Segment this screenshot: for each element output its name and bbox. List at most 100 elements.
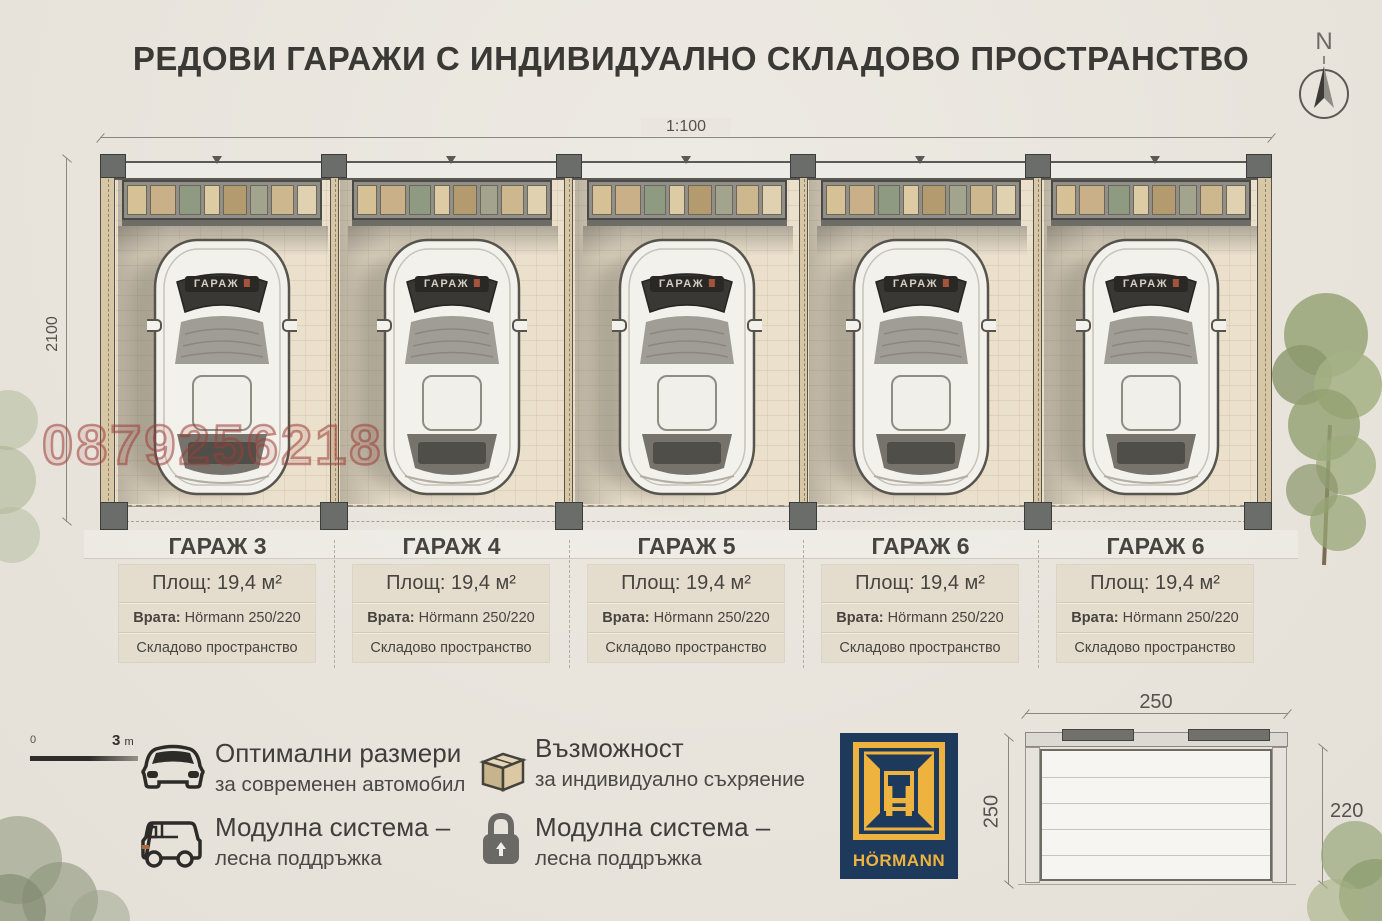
column-post [100, 154, 126, 178]
card-separator [334, 540, 335, 668]
north-label: N [1315, 28, 1333, 55]
windshield-banner: ГАРАЖ [414, 276, 490, 292]
compass-icon [1299, 56, 1349, 119]
card-separator [803, 540, 804, 668]
scale-bar: 0 3 m [28, 732, 178, 768]
garage-name: ГАРАЖ 6 [1106, 533, 1205, 559]
windshield-banner: ГАРАЖ [883, 276, 959, 292]
box-icon [479, 752, 527, 792]
column-post [790, 154, 816, 178]
storage-shelf [821, 180, 1021, 220]
shelf-underside [122, 220, 322, 226]
car-top-view: ГАРАЖ [377, 236, 527, 498]
feature-modular-system: Модулна система – лесна поддръжка [215, 812, 451, 870]
column-base [1244, 502, 1272, 530]
beam-hanger [446, 156, 456, 164]
plan-depth-label: 2100 [44, 316, 61, 352]
column-base [555, 502, 583, 530]
garage-info-card: Площ: 19,4 м² Врата: Hörmann 250/220 Скл… [822, 565, 1018, 662]
storage-shelf [1051, 180, 1251, 220]
windshield-banner: ГАРАЖ [184, 276, 260, 292]
garage-info-card: Площ: 19,4 м² Врата: Hörmann 250/220 Скл… [588, 565, 784, 662]
door-row: Врата: Hörmann 250/220 [1057, 603, 1253, 633]
beam-hanger [681, 156, 691, 164]
storage-row: Складово пространство [588, 633, 784, 662]
garage-name: ГАРАЖ 6 [871, 533, 970, 559]
garage-name: ГАРАЖ 4 [402, 533, 501, 559]
garage-info-card: Площ: 19,4 м² Врата: Hörmann 250/220 Скл… [353, 565, 549, 662]
area-row: Площ: 19,4 м² [1057, 565, 1253, 603]
car-top-view: ГАРАЖ [1076, 236, 1226, 498]
car-top-view: ГАРАЖ [147, 236, 297, 498]
shelf-underside [587, 220, 787, 226]
hoermann-logo: H HÖRMANN [840, 733, 958, 879]
shelf-underside [1051, 220, 1251, 226]
plan-width-dimension-line [100, 137, 1272, 138]
scale-bar-line [30, 756, 138, 761]
area-row: Площ: 19,4 м² [588, 565, 784, 603]
storage-row: Складово пространство [1057, 633, 1253, 662]
hoermann-emblem-icon [853, 742, 945, 840]
column-base [789, 502, 817, 530]
plan-scale-label: 1:100 [641, 118, 731, 136]
plan-depth-dimension-line [66, 158, 67, 522]
door-width-label: 250 [1139, 691, 1173, 713]
door-opener-hardware [1062, 729, 1134, 741]
column-base [1024, 502, 1052, 530]
door-row: Врата: Hörmann 250/220 [822, 603, 1018, 633]
bay-shadow [340, 178, 392, 504]
hoermann-wordmark: HÖRMANN [852, 851, 946, 870]
column-post [321, 154, 347, 178]
door-frame [1025, 747, 1040, 883]
column-post [1246, 154, 1272, 178]
storage-row: Складово пространство [353, 633, 549, 662]
storage-shelf [587, 180, 787, 220]
garage-name: ГАРАЖ 3 [168, 533, 267, 559]
door-row: Врата: Hörmann 250/220 [353, 603, 549, 633]
storage-shelf [122, 180, 322, 220]
hoermann-emblem-letter: H [883, 777, 915, 826]
page-title: РЕДОВИ ГАРАЖИ С ИНДИВИДУАЛНО СКЛАДОВО ПР… [132, 40, 1250, 77]
foliage-left [0, 390, 40, 563]
bay-divider-wall [564, 174, 573, 506]
feature-optimal-size: Оптимални размери за современен автомоби… [215, 738, 466, 796]
column-base [100, 502, 128, 530]
garage-info-card: Площ: 19,4 м² Врата: Hörmann 250/220 Скл… [119, 565, 315, 662]
beam-hanger [1150, 156, 1160, 164]
bay-shadow [575, 178, 627, 504]
area-row: Площ: 19,4 м² [119, 565, 315, 603]
shelf-underside [821, 220, 1021, 226]
bay-divider-wall [1033, 174, 1042, 506]
door-left-dimension-line [1008, 737, 1009, 885]
feature-individual-storage: Възможност за индивидуално съхряение [535, 733, 805, 791]
phone-watermark: 0879256218 [41, 412, 384, 478]
door-right-dimension-line [1322, 747, 1323, 885]
bush-bottom-right [1307, 821, 1382, 921]
column-base [320, 502, 348, 530]
tree-right [1272, 293, 1382, 566]
shelf-underside [352, 220, 552, 226]
van-icon [141, 821, 202, 868]
door-right-label: 220 [1330, 800, 1364, 822]
car-top-view: ГАРАЖ [612, 236, 762, 498]
garage-info-card: Площ: 19,4 м² Врата: Hörmann 250/220 Скл… [1057, 565, 1253, 662]
bay-divider-wall [799, 174, 808, 506]
card-separator [569, 540, 570, 668]
area-row: Площ: 19,4 м² [822, 565, 1018, 603]
sidewalk-strip [84, 530, 1298, 559]
card-separator [1038, 540, 1039, 668]
shrub-bottom-left [0, 816, 130, 921]
garage-name: ГАРАЖ 5 [637, 533, 736, 559]
scale-max-label: 3 m [112, 732, 134, 749]
door-opening-line [116, 521, 1256, 522]
storage-row: Складово пространство [119, 633, 315, 662]
bay-shadow [809, 178, 861, 504]
area-row: Площ: 19,4 м² [353, 565, 549, 603]
door-opening-line [116, 505, 1256, 507]
column-post [556, 154, 582, 178]
door-ground-line [1018, 884, 1296, 885]
windshield-banner: ГАРАЖ [649, 276, 725, 292]
car-icon [141, 744, 205, 789]
door-width-dimension-line [1025, 713, 1288, 714]
feature-easy-maintenance: Модулна система – лесна поддръжка [535, 812, 771, 870]
